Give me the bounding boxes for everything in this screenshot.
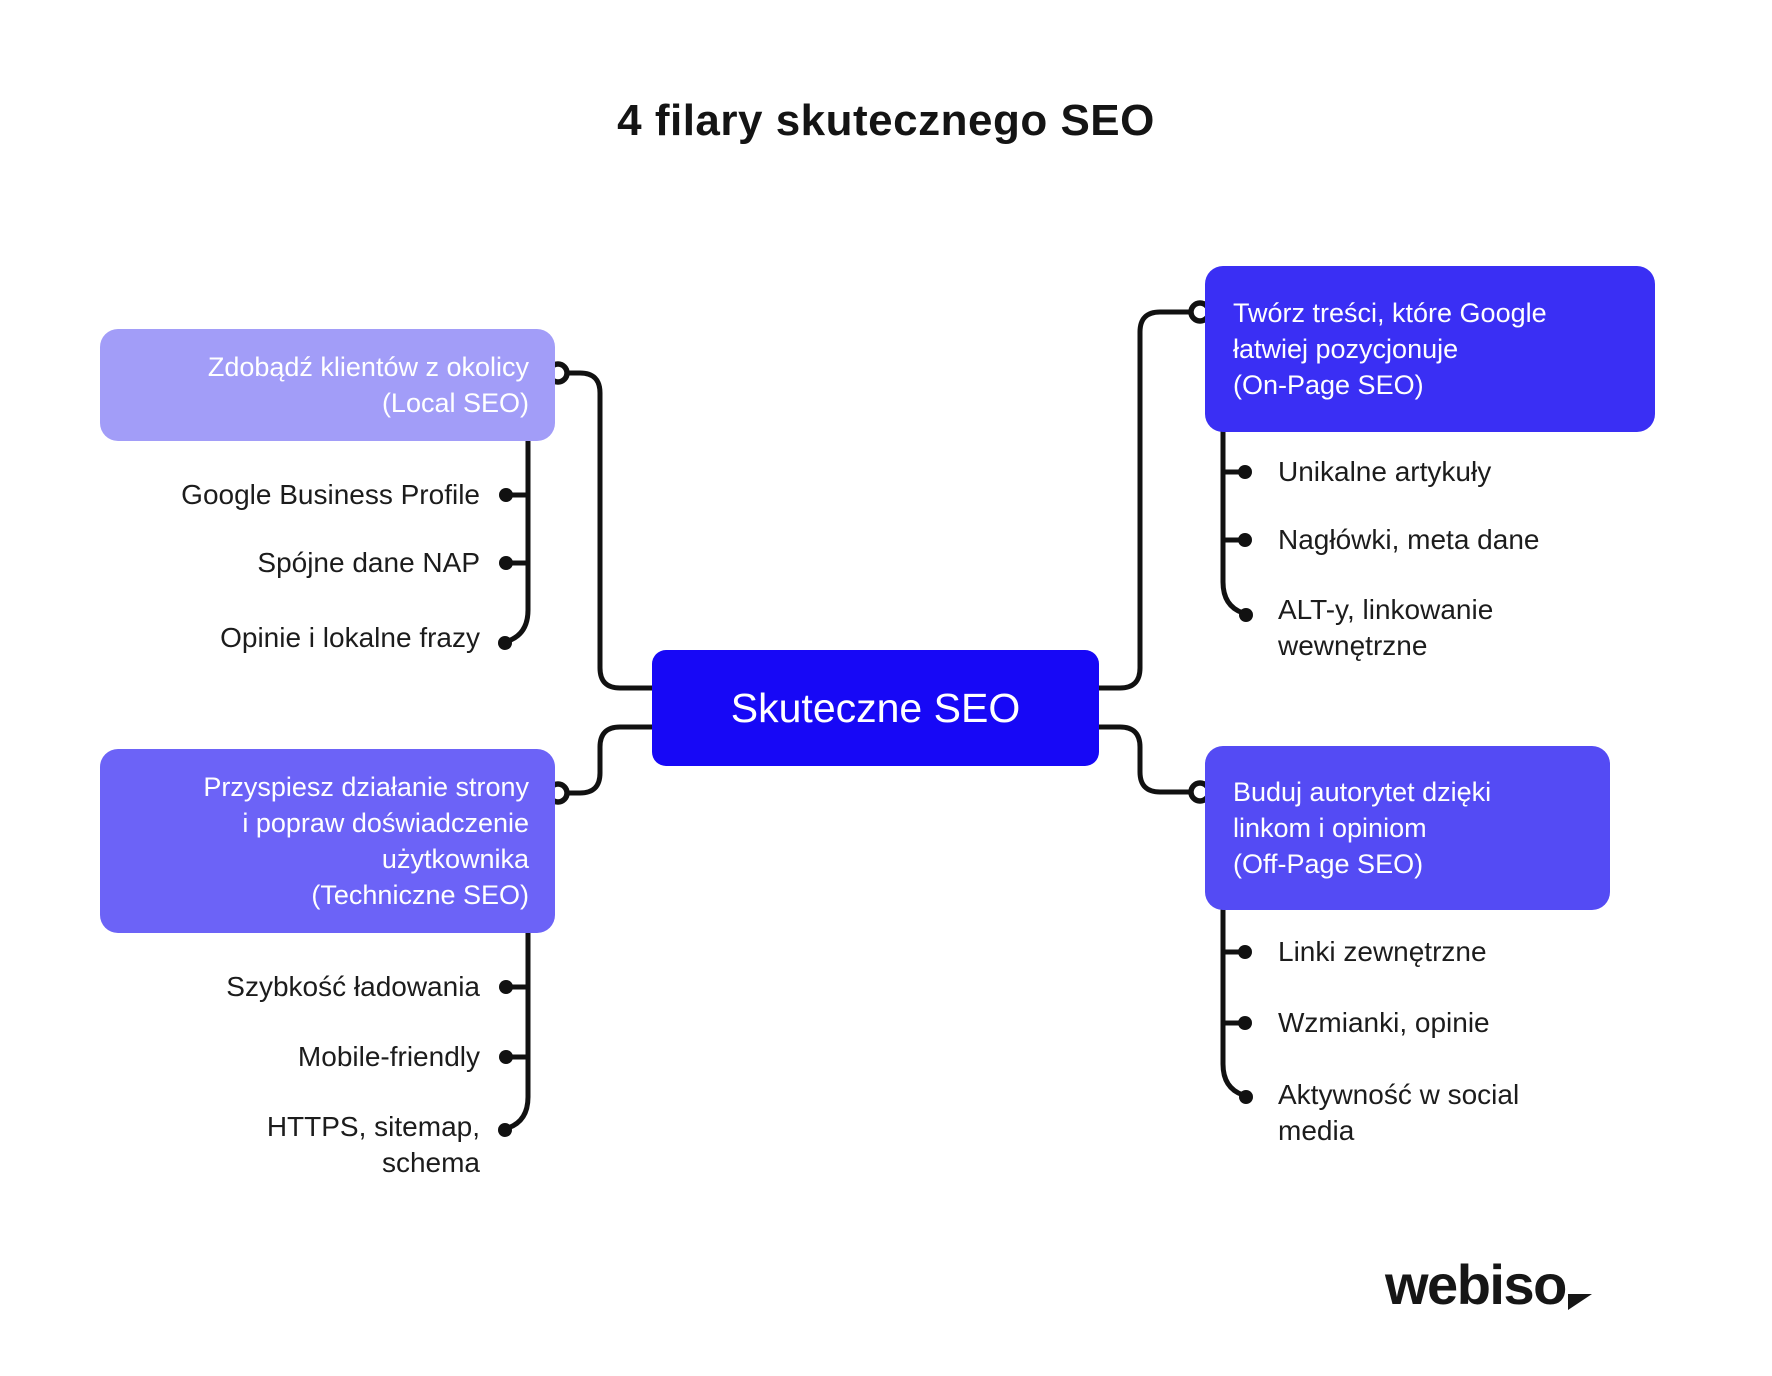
tree-onpage-spine <box>1220 429 1246 616</box>
leaf-wzmianki-opinie: Wzmianki, opinie <box>1278 1007 1490 1038</box>
page-title: 4 filary skutecznego SEO <box>617 96 1155 145</box>
leaf-spojne-dane-nap: Spójne dane NAP <box>257 547 480 578</box>
tree-local-spine <box>505 438 531 644</box>
leaf-aktywnosc-w-social-media: Aktywność w social media <box>1278 1079 1520 1146</box>
node-on-page-seo[interactable]: Twórz treści, które Google łatwiej pozyc… <box>1205 266 1655 432</box>
logo-mark-icon <box>1567 1258 1592 1323</box>
dot <box>499 1050 513 1064</box>
leaf-mobile-friendly: Mobile-friendly <box>297 1041 480 1072</box>
link-center-onpage <box>1096 309 1194 691</box>
dot <box>499 556 513 570</box>
tree-offpage-spine <box>1220 907 1246 1098</box>
link-center-offpage <box>1096 724 1194 795</box>
leaf-alty-linkowanie-wewnetrzne: ALT-y, linkowanie wewnętrzne <box>1278 594 1494 661</box>
leaf-naglowki-meta-dane: Nagłówki, meta dane <box>1278 524 1540 555</box>
dot <box>1238 945 1252 959</box>
dot <box>1238 533 1252 547</box>
node-local-seo[interactable]: Zdobądź klientów z okolicy (Local SEO) <box>100 329 555 441</box>
leaf-google-business-profile: Google Business Profile <box>181 479 480 510</box>
dot <box>1239 608 1253 622</box>
dot <box>499 980 513 994</box>
node-center-skuteczne-seo[interactable]: Skuteczne SEO <box>652 650 1099 766</box>
leaf-unikalne-artykuly: Unikalne artykuły <box>1278 456 1492 487</box>
node-off-page-seo[interactable]: Buduj autorytet dzięki linkom i opiniom … <box>1205 746 1610 910</box>
dot <box>498 636 512 650</box>
dot <box>1239 1090 1253 1104</box>
tree-technical-spine <box>505 930 531 1131</box>
link-local-center <box>564 370 655 691</box>
leaf-opinie-i-lokalne-frazy: Opinie i lokalne frazy <box>220 622 480 653</box>
node-technical-seo[interactable]: Przyspiesz działanie strony i popraw doś… <box>100 749 555 933</box>
dot <box>499 488 513 502</box>
logo-text: webiso <box>1385 1253 1567 1316</box>
leaf-szybkosc-ladowania: Szybkość ładowania <box>226 971 480 1002</box>
dot <box>1238 465 1252 479</box>
leaf-https-sitemap-schema: HTTPS, sitemap, schema <box>266 1111 480 1178</box>
dot <box>498 1123 512 1137</box>
webiso-logo: webiso <box>1385 1252 1592 1323</box>
link-technical-center <box>564 724 655 796</box>
dot <box>1238 1016 1252 1030</box>
leaf-linki-zewnetrzne: Linki zewnętrzne <box>1278 936 1487 967</box>
